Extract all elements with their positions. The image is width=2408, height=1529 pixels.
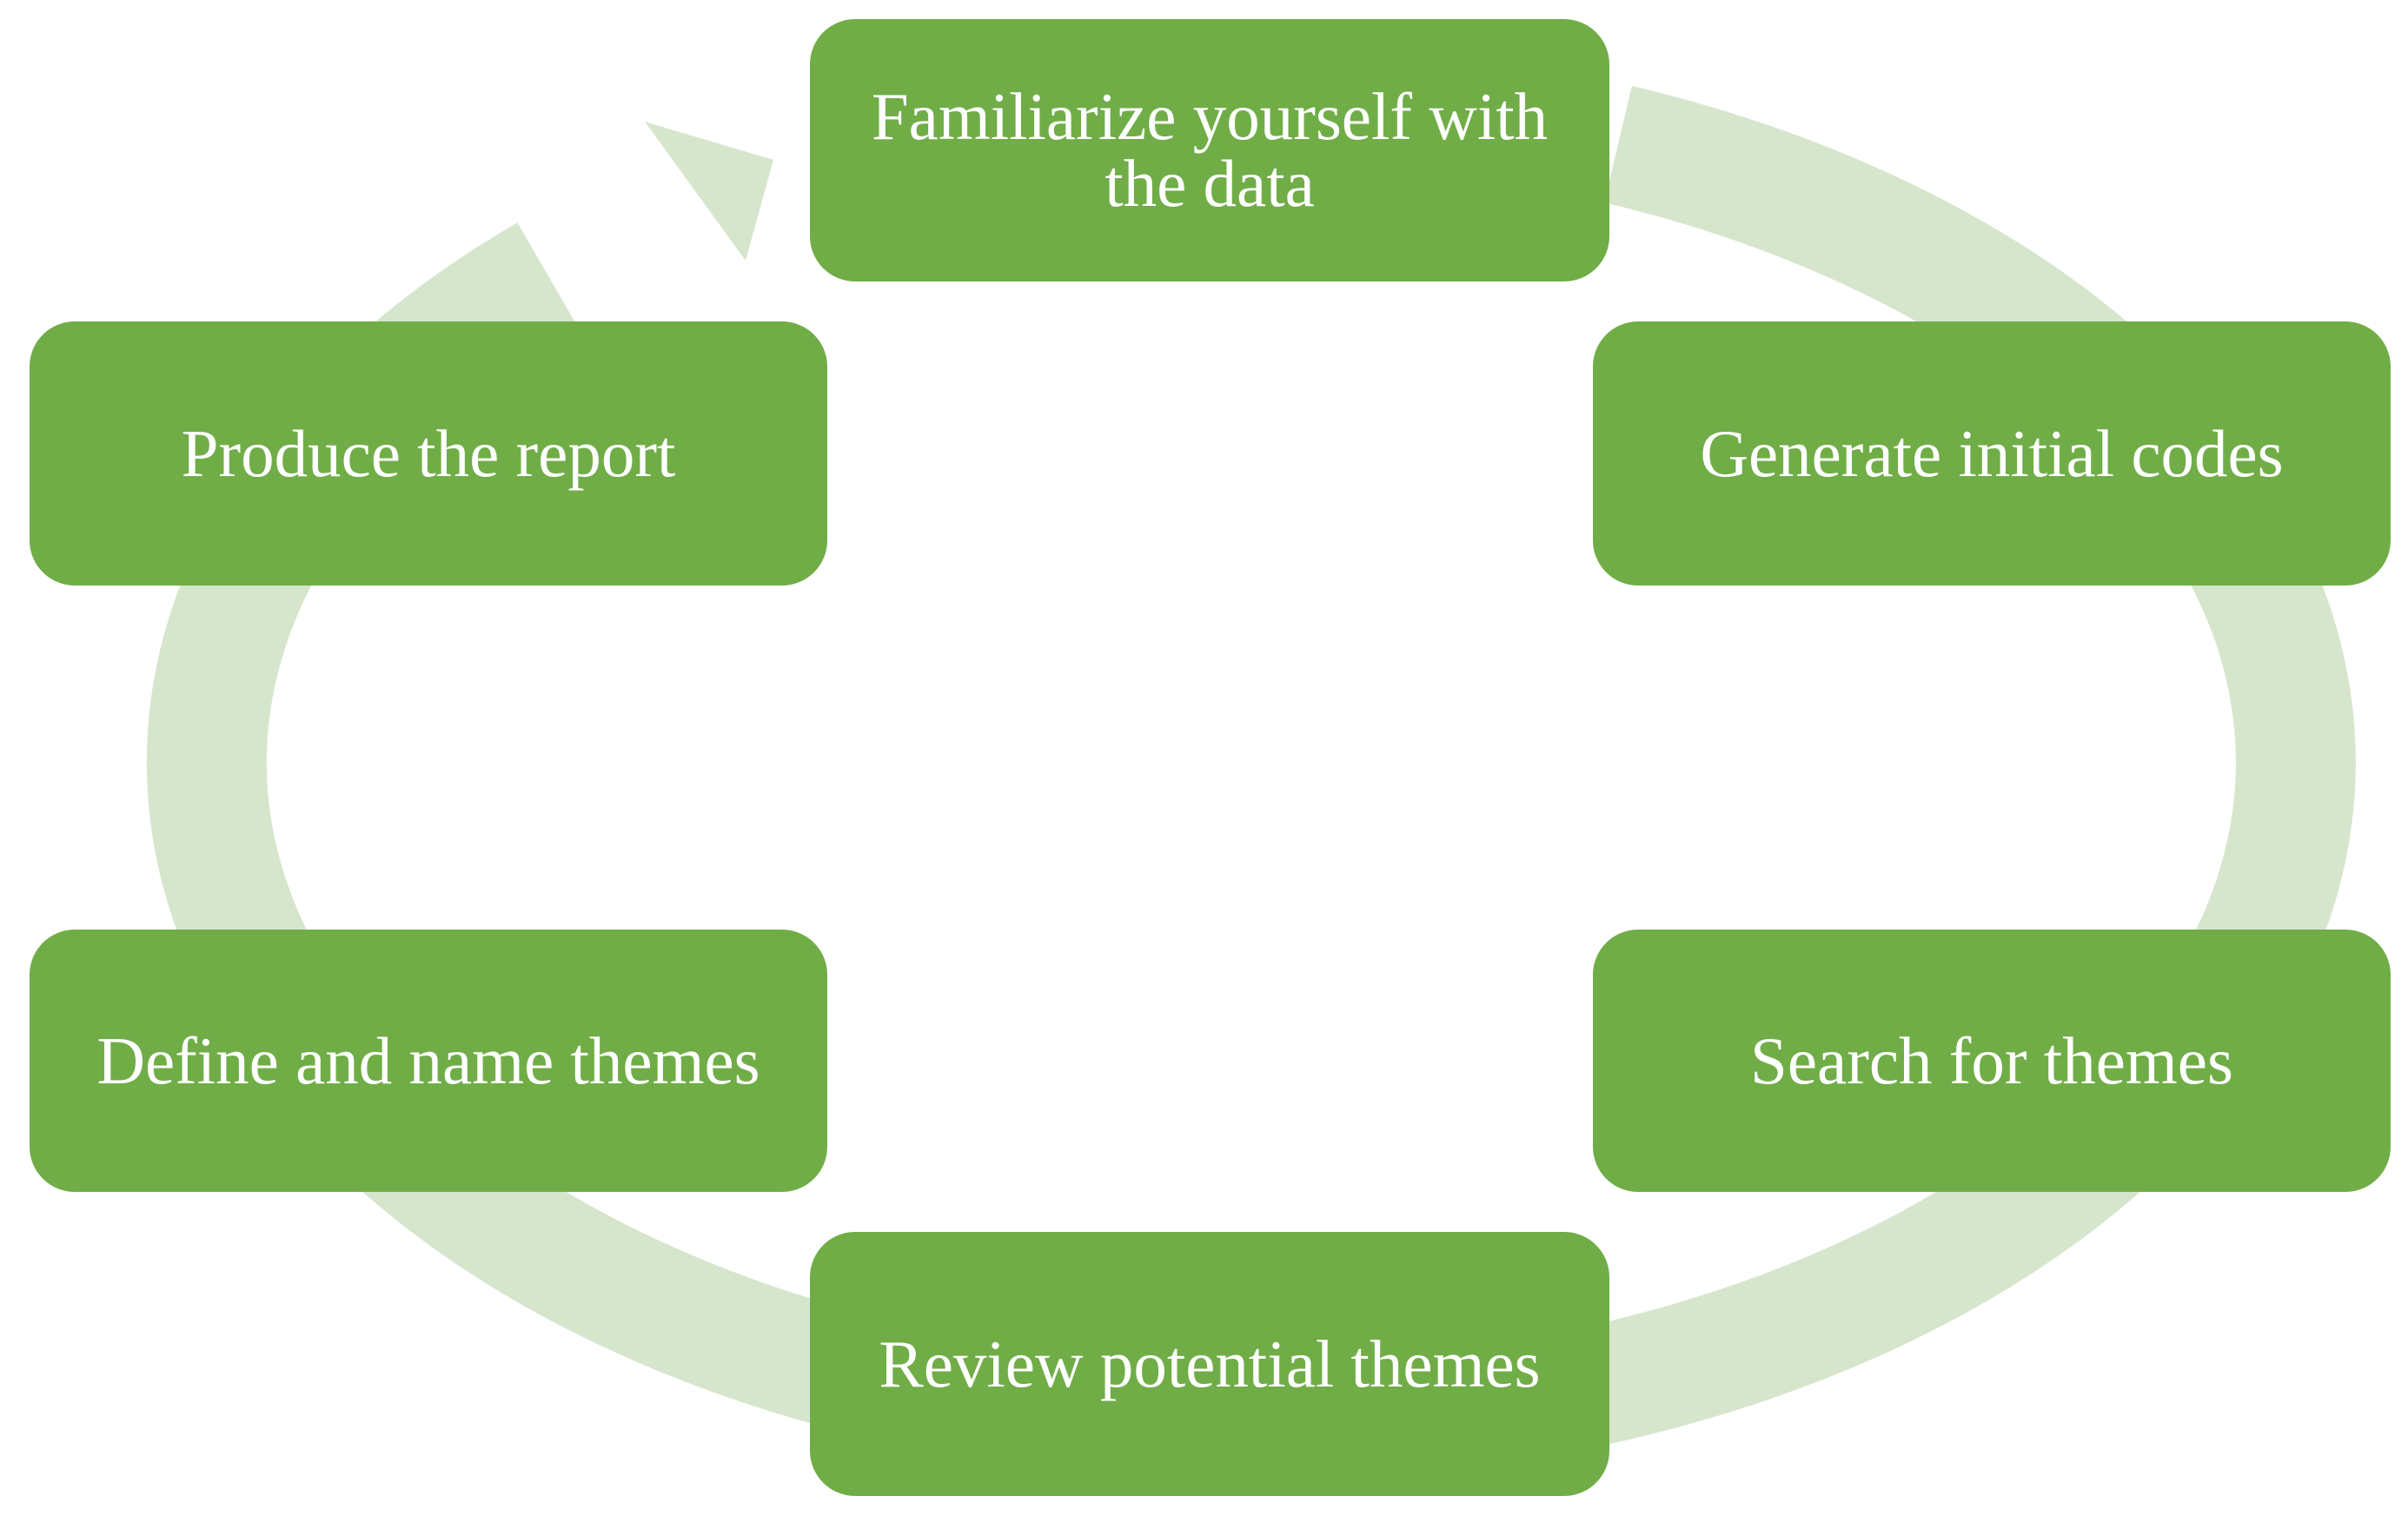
step-review-themes: Review potential themes — [810, 1232, 1609, 1496]
cycle-arrowhead — [645, 122, 773, 261]
step-define-name-themes: Define and name themes — [30, 930, 827, 1192]
step-generate-codes: Generate initial codes — [1593, 321, 2391, 586]
step-search-themes: Search for themes — [1593, 930, 2391, 1192]
step-label: Search for themes — [1750, 1023, 2233, 1098]
step-label: Review potential themes — [879, 1326, 1541, 1401]
step-produce-report: Produce the report — [30, 321, 827, 586]
step-label: Define and name themes — [96, 1023, 760, 1098]
step-label: Produce the report — [181, 415, 676, 491]
step-label: Familiarize yourself with the data — [871, 79, 1549, 221]
step-familiarize-data: Familiarize yourself with the data — [810, 19, 1609, 281]
step-label: Generate initial codes — [1700, 415, 2284, 491]
